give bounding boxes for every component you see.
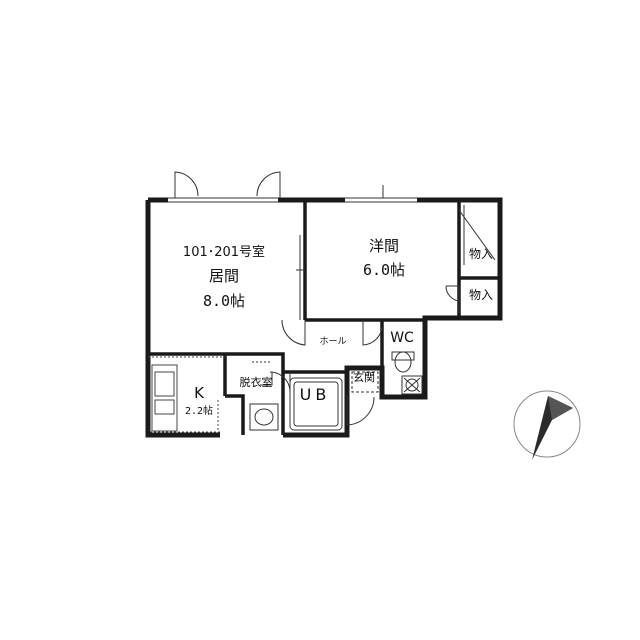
kitchen-size: 2.2帖 [185,404,213,417]
room-labels: 101･201号室 居間 8.0帖 洋間 6.0帖 物入 物入 WC ホール K… [183,237,493,417]
washbasin-icon [401,375,423,395]
western-room-name: 洋間 [369,237,399,255]
sink-icon [249,403,279,431]
living-room-size: 8.0帖 [203,292,245,310]
hall-label: ホール [319,336,346,347]
wc-label: WC [390,330,414,346]
kitchen-lines [148,356,225,433]
living-room-name: 居間 [209,267,239,285]
fixtures [249,351,423,431]
closet-lower-label: 物入 [469,288,493,302]
top-windows [168,197,417,203]
interior-walls [148,200,500,435]
bath-label: UB [300,385,331,404]
dressing-room-label: 脱衣室 [240,375,273,389]
closet-upper-label: 物入 [469,247,493,261]
western-room-partition [296,205,496,320]
toilet-icon [391,351,415,373]
western-room-size: 6.0帖 [363,261,405,279]
unit-label: 101･201号室 [183,244,265,260]
entrance-label: 玄関 [353,370,375,384]
kitchen-name: K [194,384,205,402]
balcony-doors [174,171,384,198]
compass-north-arrow-icon [513,390,581,460]
